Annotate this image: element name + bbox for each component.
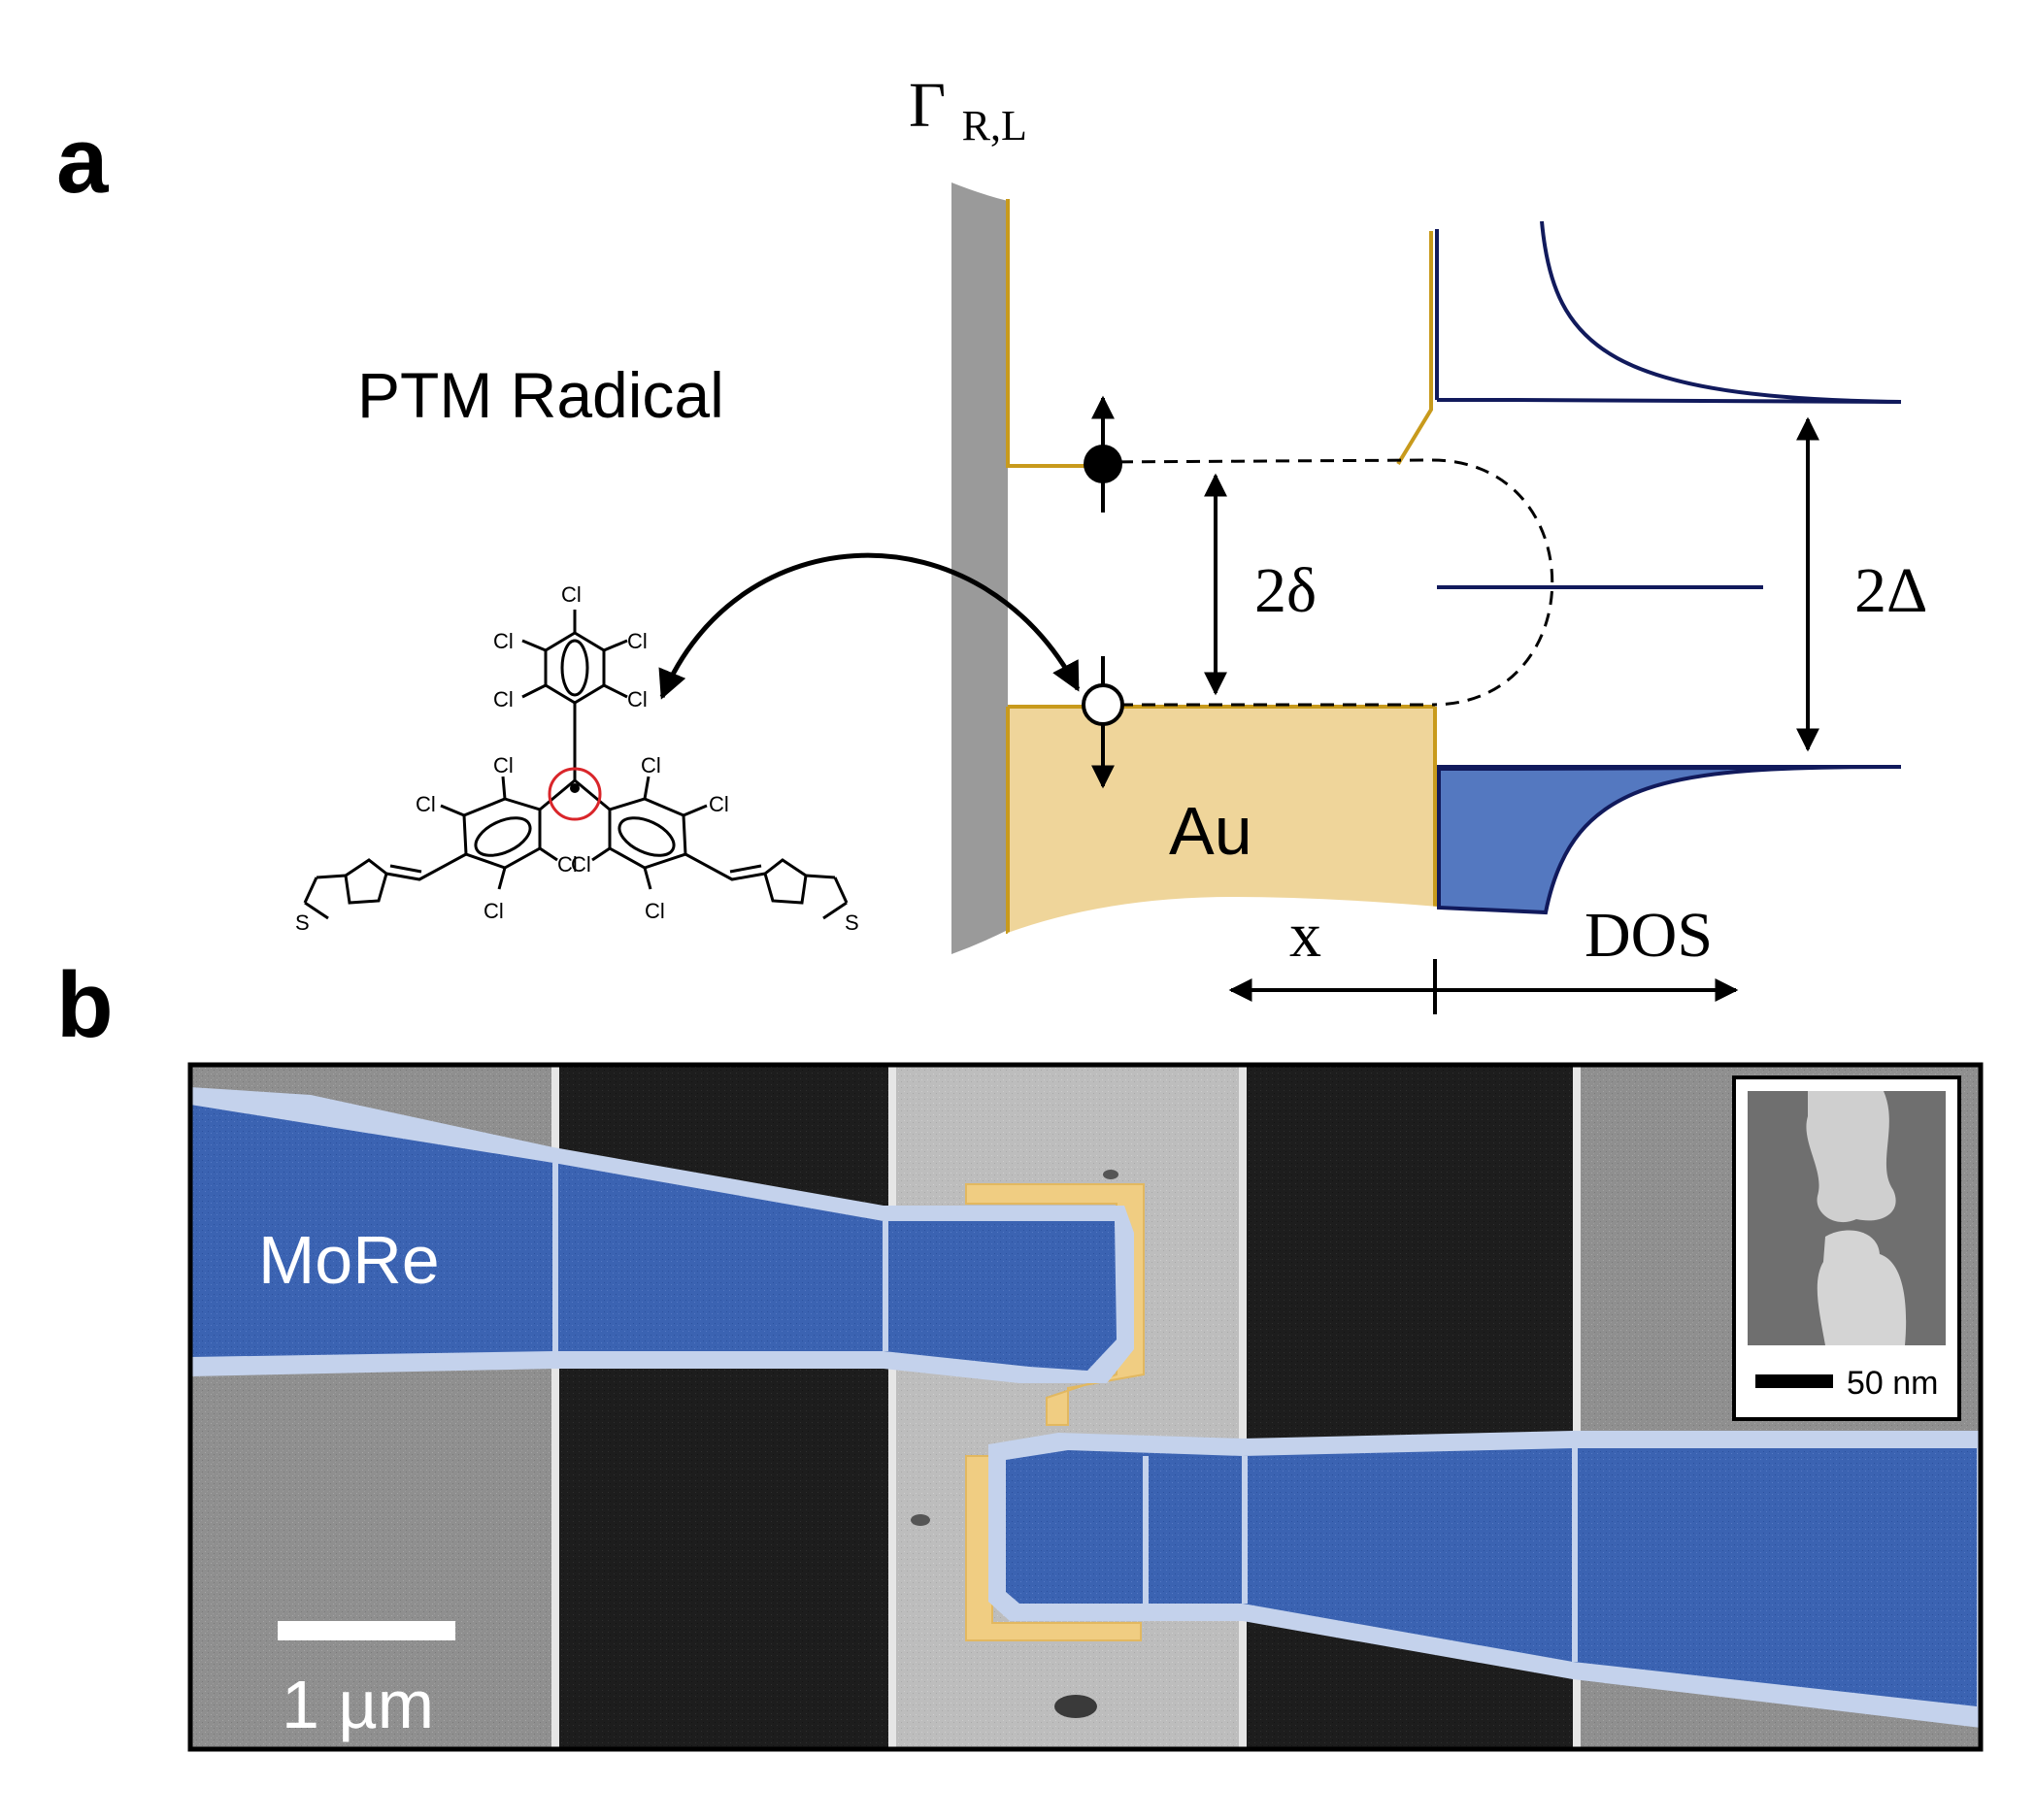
gamma-subscript: R,L bbox=[962, 102, 1027, 149]
gold-region bbox=[1008, 707, 1435, 934]
panel-a: a Γ R,L PTM Radical bbox=[56, 70, 1927, 1014]
sem-image bbox=[187, 1062, 1984, 1752]
metal-label: Au bbox=[1169, 793, 1252, 869]
coupling-arrow bbox=[658, 552, 1081, 700]
inset-scale-bar bbox=[1755, 1374, 1833, 1388]
cl-label: Cl bbox=[645, 899, 665, 923]
panel-b-letter: b bbox=[56, 953, 114, 1057]
inset-junction bbox=[1806, 1091, 1896, 1223]
chlorine-labels: Cl Cl Cl Cl Cl Cl Cl Cl Cl Cl Cl Cl Cl S… bbox=[295, 582, 859, 935]
scale-bar-label: 1 µm bbox=[282, 1667, 434, 1742]
molecule-title: PTM Radical bbox=[357, 359, 724, 431]
andreev-states bbox=[1096, 458, 1554, 707]
s-label: S bbox=[295, 910, 310, 935]
radical-dot bbox=[570, 783, 580, 793]
cl-label: Cl bbox=[571, 852, 591, 877]
large-gap-label: 2Δ bbox=[1854, 555, 1927, 626]
panel-a-letter: a bbox=[56, 109, 109, 213]
cl-label: Cl bbox=[627, 687, 648, 711]
more-lead-bottom bbox=[1006, 1448, 1977, 1706]
ptm-molecule bbox=[303, 610, 849, 920]
top-ring bbox=[544, 631, 606, 705]
gold-outline bbox=[1006, 199, 1437, 934]
inset: 50 nm bbox=[1732, 1075, 1961, 1421]
dos-curves bbox=[1435, 220, 1902, 769]
cl-label: Cl bbox=[627, 629, 648, 653]
x-axis-label: x bbox=[1289, 900, 1321, 971]
cl-label: Cl bbox=[641, 753, 661, 778]
cl-label: Cl bbox=[561, 582, 582, 607]
bottom-axis bbox=[1228, 959, 1739, 1014]
dos-filled bbox=[1437, 765, 1902, 915]
material-label: MoRe bbox=[258, 1222, 440, 1298]
radical-center-circle bbox=[548, 767, 602, 821]
gold-electrode-top bbox=[965, 1183, 1145, 1426]
cl-label: Cl bbox=[557, 852, 578, 877]
cl-label: Cl bbox=[493, 629, 514, 653]
right-thiophene bbox=[763, 858, 808, 905]
cl-label: Cl bbox=[493, 753, 514, 778]
gamma-symbol: Γ bbox=[909, 70, 946, 141]
panel-b: b bbox=[56, 953, 1984, 1752]
left-thiophene bbox=[344, 858, 388, 905]
spin-down-state bbox=[1082, 656, 1124, 789]
cl-label: Cl bbox=[709, 792, 729, 816]
scale-bar bbox=[278, 1621, 455, 1640]
s-label: S bbox=[845, 910, 859, 935]
spin-up-state bbox=[1084, 395, 1122, 513]
dos-axis-label: DOS bbox=[1585, 900, 1713, 971]
gamma-label: Γ R,L bbox=[909, 70, 1027, 149]
cl-label: Cl bbox=[493, 687, 514, 711]
tunnel-barrier bbox=[951, 182, 1008, 954]
small-gap-label: 2δ bbox=[1254, 555, 1317, 626]
inset-scale-label: 50 nm bbox=[1847, 1365, 1939, 1402]
cl-label: Cl bbox=[484, 899, 504, 923]
cl-label: Cl bbox=[416, 792, 436, 816]
